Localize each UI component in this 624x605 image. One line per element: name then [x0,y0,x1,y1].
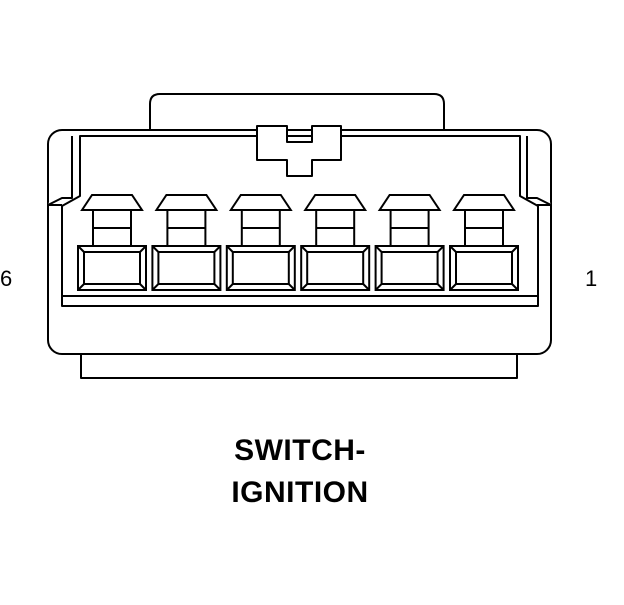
terminal-latch [80,194,144,211]
cavity-3 [300,194,371,291]
pin-1-label: 1 [585,266,598,291]
pin-6-label: 6 [0,266,13,291]
cavity-1 [449,194,519,291]
terminal-latch [154,194,219,211]
terminal-latch [452,194,516,211]
terminal-latch [377,194,442,211]
cavity-5 [151,194,222,291]
connector-top-latch [149,93,445,130]
cavity-4 [225,194,296,291]
caption-line-1: SWITCH- [234,434,366,467]
caption-line-2: IGNITION [231,476,369,509]
cavity-6 [77,194,147,291]
cavity-inner [157,251,216,285]
terminal-latch [228,194,293,211]
connector-right-ear [526,136,552,206]
cavity-inner [455,251,513,285]
connector-bottom-tab [80,351,518,379]
cavity-2 [374,194,445,291]
connector-left-ear [47,136,73,206]
cavity-inner [231,251,290,285]
cavity-inner [380,251,439,285]
cavity-inner [306,251,365,285]
terminal-latch [303,194,368,211]
cavity-inner [83,251,141,285]
